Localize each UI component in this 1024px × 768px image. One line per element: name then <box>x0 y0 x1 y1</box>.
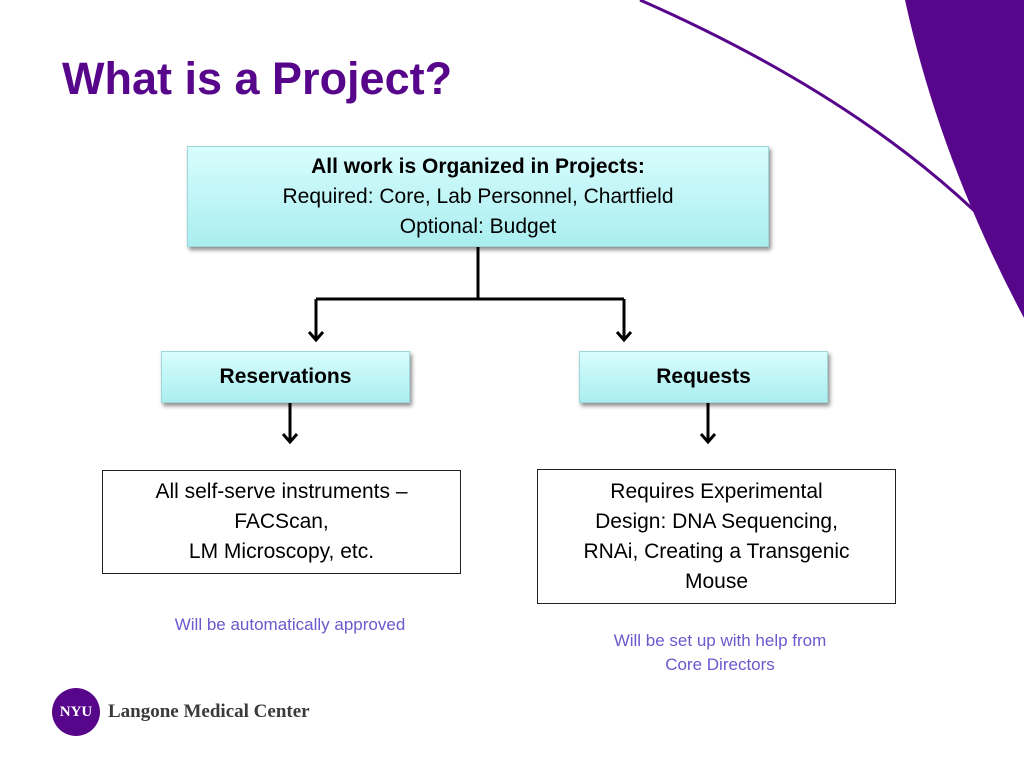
corner-swoosh-line <box>639 0 1024 263</box>
node-requests-label: Requests <box>656 365 751 388</box>
logo: NYU Langone Medical Center <box>52 688 310 736</box>
root-node-optional: Optional: Budget <box>399 214 557 238</box>
root-node-required: Required: Core, Lab Personnel, Chartfiel… <box>282 184 674 208</box>
node-reservations: Reservations <box>161 351 410 403</box>
root-node-heading: All work is Organized in Projects: <box>311 154 645 178</box>
node-requests: Requests <box>579 351 828 403</box>
root-node-projects: All work is Organized in Projects: Requi… <box>187 146 769 247</box>
page-title: What is a Project? <box>62 53 453 104</box>
note-line: Core Directors <box>665 655 775 674</box>
description-line: FACScan, <box>234 510 329 533</box>
arrowhead-to-reservations <box>307 331 325 343</box>
description-line: All self-serve instruments – <box>155 480 408 503</box>
description-line: Mouse <box>684 569 749 593</box>
description-line: LM Microscopy, etc. <box>188 540 375 563</box>
node-reservations-description: All self-serve instruments – FACScan, LM… <box>102 470 461 574</box>
node-reservations-label: Reservations <box>219 365 352 388</box>
note-line: Will be automatically approved <box>174 615 406 634</box>
corner-swoosh-shape <box>905 0 1024 318</box>
note-line: Will be set up with help from <box>613 631 827 650</box>
arrowhead-to-requests <box>615 331 633 343</box>
description-line: RNAi, Creating a Transgenic <box>583 539 850 563</box>
arrowhead-to-desc-right <box>699 433 717 445</box>
nyu-torch-seal-icon: NYU <box>52 688 100 736</box>
description-line: Requires Experimental <box>610 479 823 503</box>
connectors <box>288 247 710 441</box>
logo-org-name: Langone Medical Center <box>108 701 310 722</box>
arrowhead-to-desc-left <box>281 433 299 445</box>
arrowheads <box>281 331 717 445</box>
node-requests-description: Requires Experimental Design: DNA Sequen… <box>537 469 896 604</box>
note-requests: Will be set up with help from Core Direc… <box>570 629 870 677</box>
description-line: Design: DNA Sequencing, <box>595 509 838 533</box>
note-reservations: Will be automatically approved <box>140 613 440 637</box>
